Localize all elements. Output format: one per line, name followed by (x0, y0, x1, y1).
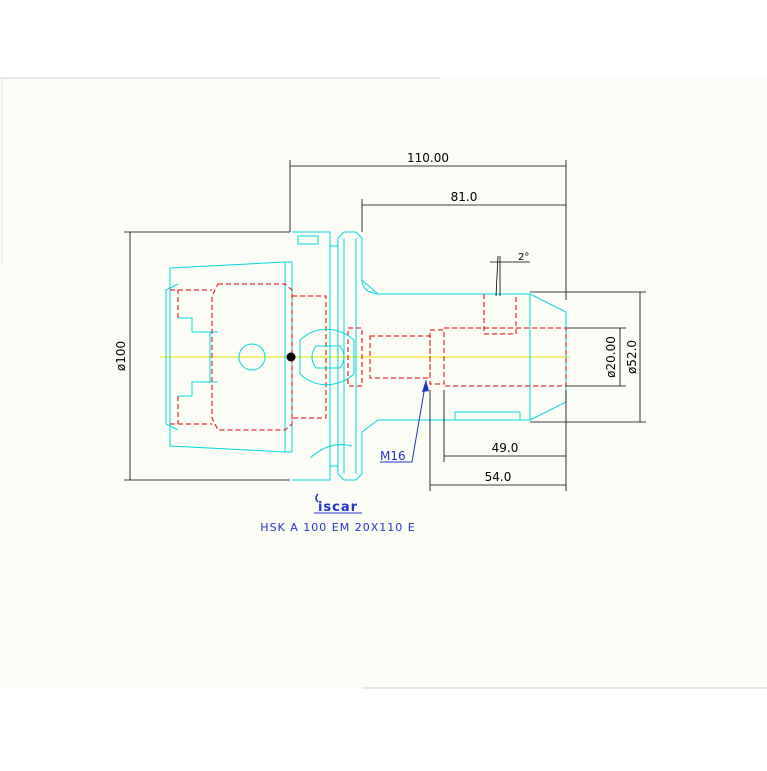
paper-background (0, 78, 767, 688)
logo-wordmark: iscar (318, 500, 358, 515)
reference-point (286, 352, 296, 362)
gauge-length-label: 81.0 (451, 190, 478, 204)
bore-depth-label: 49.0 (492, 441, 519, 455)
thread-label: M16 (380, 449, 406, 463)
part-number: HSK A 100 EM 20X110 E (260, 521, 415, 534)
hidden-features (170, 283, 567, 431)
nose-diameter-label: ø52.0 (625, 340, 639, 374)
tool-body (361, 279, 567, 421)
angle-label: 2° (518, 252, 529, 263)
overall-length-label: 110.00 (407, 151, 449, 165)
clamp-depth-label: 54.0 (485, 470, 512, 484)
iscar-logo: iscar (314, 493, 362, 515)
bore-diameter-label: ø20.00 (604, 336, 618, 378)
thread-leader (380, 379, 429, 463)
clamp-detail (238, 328, 355, 386)
dimension-lines (124, 160, 646, 491)
hsk-shank (165, 261, 293, 453)
flange-diameter-label: ø100 (114, 341, 128, 371)
